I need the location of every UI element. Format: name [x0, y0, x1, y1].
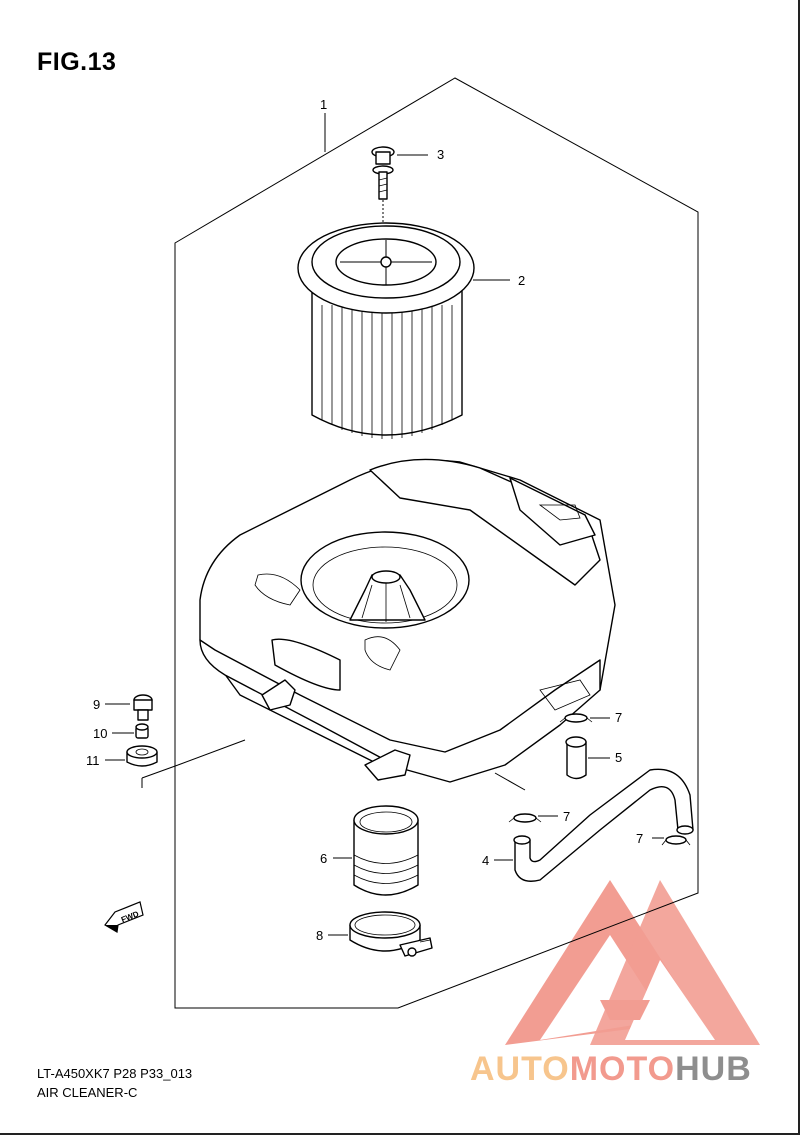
part-collar: [135, 723, 149, 739]
figure-name: AIR CLEANER-C: [37, 1085, 138, 1100]
part-drain-plug: [565, 736, 587, 780]
part-clamp-right: [661, 835, 691, 846]
callout-7-middle: 7: [563, 809, 570, 824]
callout-5: 5: [615, 750, 622, 765]
callout-11: 11: [86, 753, 100, 768]
callout-6: 6: [320, 851, 327, 866]
model-code: LT-A450XK7 P28 P33_013: [37, 1066, 193, 1081]
callout-4: 4: [482, 853, 489, 868]
callout-8: 8: [316, 928, 323, 943]
figure-title: FIG.13: [37, 48, 117, 76]
watermark-moto: MOTO: [569, 1050, 676, 1088]
part-screw: [371, 146, 395, 262]
watermark-auto: AUTO: [470, 1050, 570, 1088]
callout-1: 1: [320, 97, 327, 112]
callout-2: 2: [518, 273, 525, 288]
watermark-logo: [505, 880, 760, 1045]
part-cushion: [126, 745, 158, 767]
part-band-clamp: [349, 911, 433, 957]
callout-3: 3: [437, 147, 444, 162]
part-clamp-upper: [559, 713, 593, 723]
fwd-arrow-icon: FWD: [104, 901, 144, 933]
callout-7-upper: 7: [615, 710, 622, 725]
part-air-cleaner-case: [141, 458, 616, 791]
callout-9: 9: [93, 697, 100, 712]
leader-lines: [105, 113, 664, 936]
part-clamp-middle: [508, 813, 542, 823]
callout-10: 10: [93, 726, 107, 741]
part-intake-pipe: [353, 805, 419, 896]
watermark-hub: HUB: [675, 1050, 752, 1088]
watermark-text: AUTOMOTOHUB: [470, 1050, 752, 1089]
part-bolt: [133, 694, 153, 721]
part-drain-hose: [513, 768, 694, 882]
part-filter-element: [297, 222, 475, 439]
callout-7-right: 7: [636, 831, 643, 846]
assembly-boundary: [174, 77, 699, 1009]
